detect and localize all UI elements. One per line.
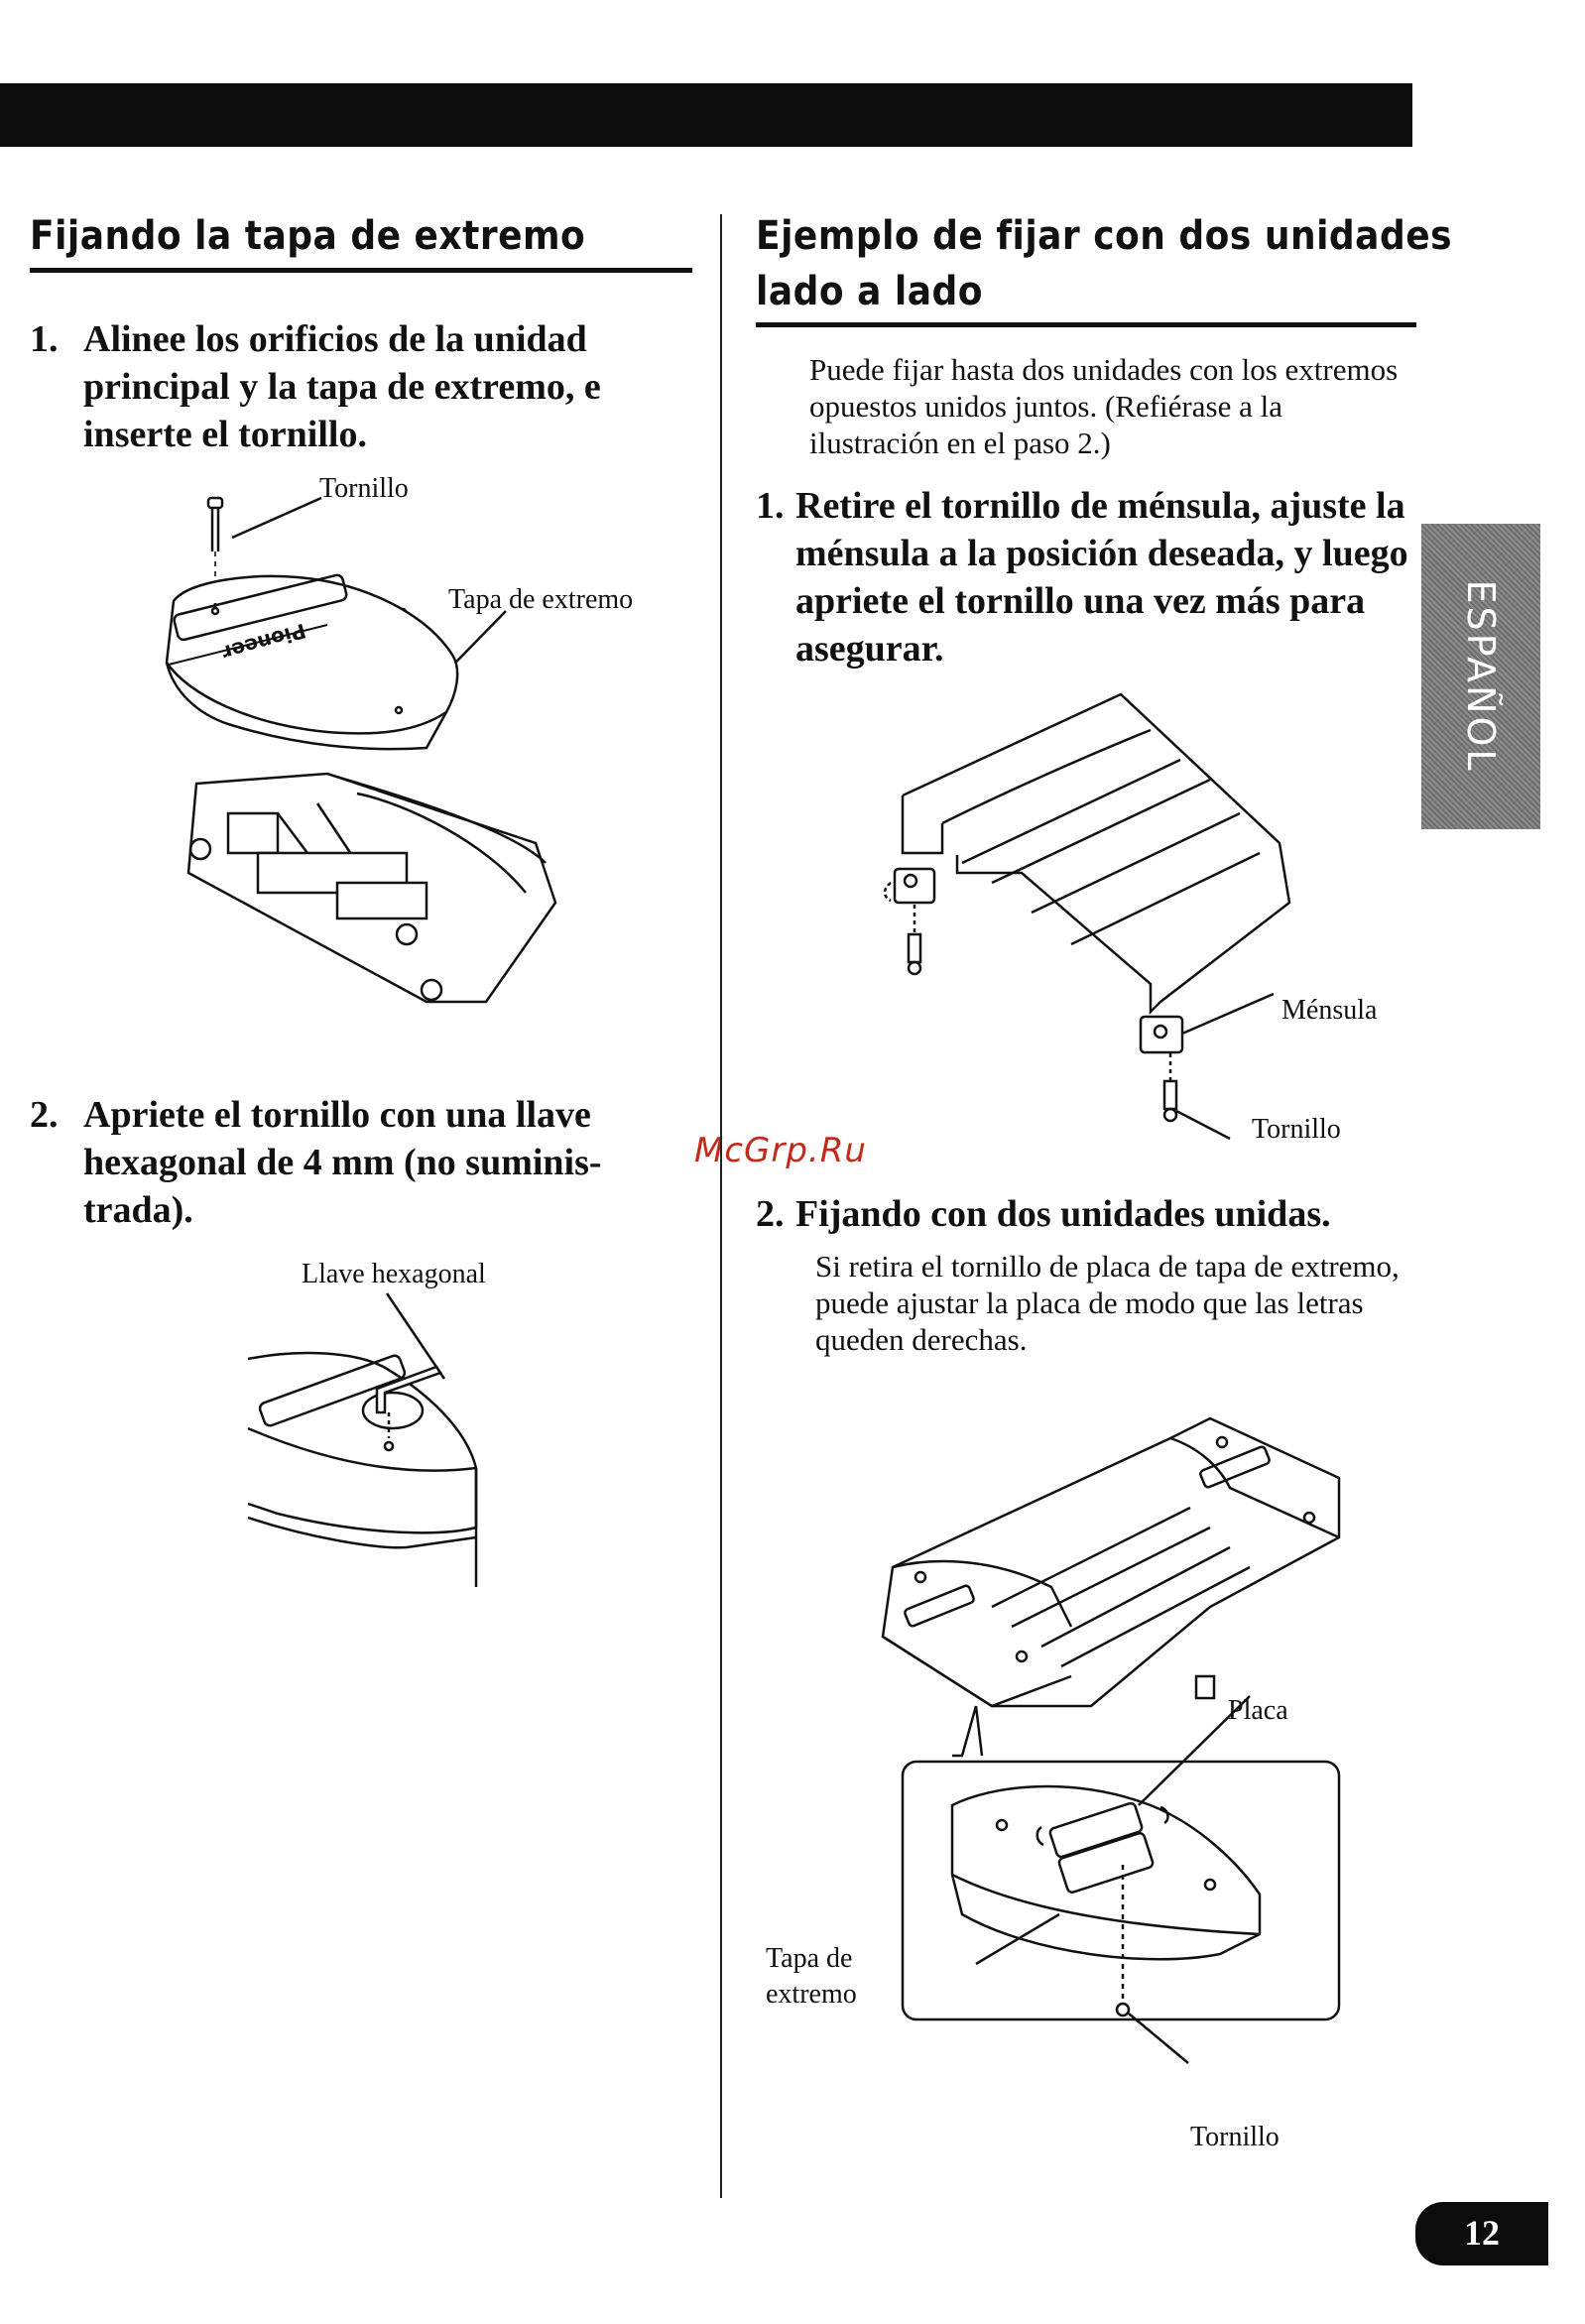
amplifier-body	[186, 772, 557, 1004]
end-cap: Pioneer	[165, 573, 459, 751]
watermark: McGrp.Ru	[694, 1131, 867, 1170]
step-text: Fijando con dos unidades unidas.	[795, 1193, 1331, 1235]
label-placa: Placa	[1228, 1695, 1288, 1726]
leader-line-plate	[1138, 1695, 1251, 1806]
label-mensula: Ménsula	[1281, 995, 1378, 1026]
end-cap-closeup	[247, 1351, 478, 1587]
figure-end-cap-installation: Pioneer	[165, 496, 557, 1004]
pioneer-logo	[1199, 1445, 1271, 1489]
section-title-right-line1: Ejemplo de fijar con dos unidades	[756, 213, 1453, 259]
step-number: 2.	[756, 1193, 785, 1235]
pioneer-logo	[258, 1354, 407, 1427]
plate-icon	[1048, 1801, 1144, 1859]
amplifier-body	[901, 692, 1291, 1016]
page-number-value: 12	[1464, 2213, 1500, 2253]
right-step-2: 2. Fijando con dos unidades unidas.	[756, 1190, 1410, 1238]
leader-line-screw	[231, 496, 322, 540]
rotate-arrow-icon	[1036, 1825, 1044, 1847]
step-text: Apriete el tornillo con una llave hexago…	[83, 1094, 602, 1231]
step-number: 1.	[30, 318, 59, 360]
language-tab-label: ESPAÑOL	[1459, 579, 1503, 774]
step-text: Retire el tornillo de ménsula, ajuste la…	[795, 485, 1408, 670]
figure-hex-wrench	[247, 1292, 478, 1587]
section-title-right-line2: lado a lado	[756, 269, 983, 314]
label-tornillo-2: Tornillo	[1190, 2122, 1280, 2152]
label-tapa-de-extremo: Tapa de extremo	[448, 584, 634, 615]
label-tornillo: Tornillo	[319, 473, 409, 504]
pioneer-logo	[904, 1584, 975, 1628]
hex-wrench-icon	[361, 1365, 442, 1452]
step-text: Alinee los orificios de la unidad princi…	[83, 318, 601, 455]
figure-two-units-joined	[881, 1416, 1341, 2064]
leader-line-screw	[1128, 2013, 1189, 2064]
end-cap-detail	[950, 1784, 1262, 2018]
label-tornillo: Tornillo	[1252, 1114, 1341, 1145]
column-divider	[720, 214, 722, 2198]
language-tab: ESPAÑOL	[1421, 524, 1540, 829]
intro-paragraph: Puede fijar hasta dos unidades con los e…	[809, 352, 1399, 460]
bracket-icon	[883, 867, 936, 976]
left-step-2: 2. Apriete el tornillo con una llave hex…	[30, 1091, 665, 1240]
screw-icon	[1115, 2002, 1131, 2018]
leader-line-bracket	[1181, 992, 1275, 1036]
joined-amplifiers	[881, 1416, 1341, 1708]
header-bar	[0, 83, 1412, 147]
label-extremo: extremo	[766, 1979, 857, 2010]
figure-bracket-adjustment	[883, 692, 1291, 1141]
title-rule-left	[30, 268, 692, 273]
label-tapa-de: Tapa de	[766, 1943, 853, 1974]
right-step-1: 1. Retire el tornillo de ménsula, ajuste…	[756, 482, 1410, 680]
step-2-body: Si retira el tornillo de placa de tapa d…	[815, 1249, 1400, 1357]
section-title-left: Fijando la tapa de extremo	[30, 213, 586, 259]
page-number: 12	[1415, 2202, 1548, 2265]
title-rule-right	[756, 322, 1416, 327]
step-number: 1.	[756, 485, 785, 527]
label-llave-hexagonal: Llave hexagonal	[302, 1259, 486, 1289]
leader-line-wrench	[385, 1292, 446, 1380]
leader-line-screw	[1175, 1109, 1231, 1141]
leader-line-cap	[975, 1912, 1060, 1966]
step-number: 2.	[30, 1094, 59, 1136]
detail-inset-frame	[901, 1760, 1341, 2021]
rotate-arrow-icon	[1159, 1805, 1169, 1825]
left-step-1: 1. Alinee los orificios de la unidad pri…	[30, 315, 665, 464]
bracket-icon	[1139, 992, 1275, 1141]
